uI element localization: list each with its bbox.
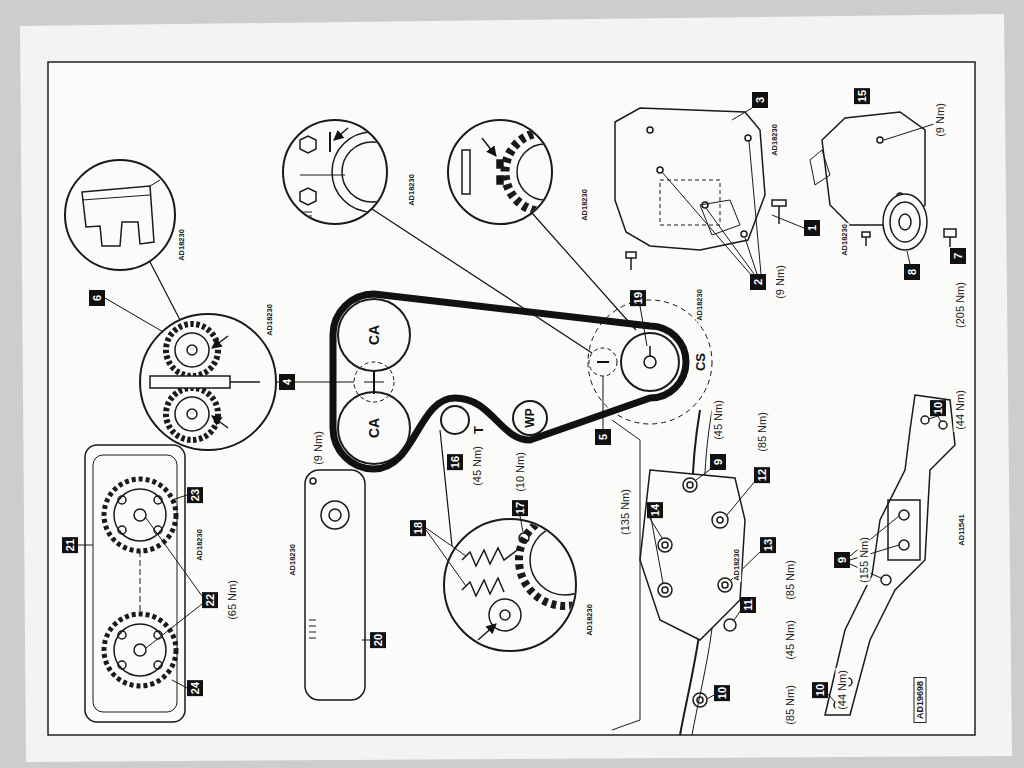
figure-code: AD11541 — [958, 513, 966, 546]
callout-number: 10 — [930, 400, 946, 416]
callout-number: 5 — [595, 429, 611, 445]
figure-code: AD19698 — [914, 677, 927, 723]
upper-cover-part — [615, 108, 804, 276]
callout-number: 11 — [740, 597, 756, 613]
callout-number: 10 — [714, 685, 730, 701]
cover-parts — [78, 445, 370, 722]
figure-code: AD18230 — [289, 543, 297, 577]
callout-number: 20 — [370, 632, 386, 648]
belt-layout — [105, 209, 712, 546]
figure-code: AD18230 — [408, 173, 416, 207]
callout-number: 1 — [804, 220, 820, 236]
mount-bracket-part — [825, 395, 955, 715]
callout-number: 13 — [760, 537, 776, 553]
figure-code: AD18230 — [696, 288, 704, 322]
figure-code: AD18230 — [733, 548, 741, 582]
torque-value: (155 Nm) — [858, 535, 871, 585]
tensioner-detail — [426, 514, 611, 651]
torque-value: (135 Nm) — [619, 487, 632, 537]
callout-number: 18 — [410, 520, 426, 536]
callout-number: 24 — [187, 680, 203, 696]
pulley-circle: CS — [620, 332, 680, 392]
callout-number: 2 — [750, 274, 766, 290]
pulley-label: WP — [524, 407, 536, 428]
callout-number: 21 — [62, 537, 78, 553]
callout-number: 3 — [752, 92, 768, 108]
torque-value: (65 Nm) — [226, 578, 239, 622]
torque-value: (45 Nm) — [784, 618, 797, 662]
torque-value: (85 Nm) — [756, 410, 769, 454]
callout-number: 10 — [812, 682, 828, 698]
callout-number: 12 — [754, 467, 770, 483]
timing-belt — [333, 294, 686, 469]
pulley-circle: CA — [337, 298, 411, 372]
pulley-circle: WP — [512, 400, 548, 436]
crank-teeth-detail — [448, 120, 585, 224]
callout-number: 9 — [710, 454, 726, 470]
torque-value: (44 Nm) — [954, 388, 967, 432]
torque-value: (45 Nm) — [712, 398, 725, 442]
pulley-label: T — [472, 425, 485, 435]
torque-value: (85 Nm) — [784, 683, 797, 727]
torque-value: (205 Nm) — [954, 280, 967, 330]
torque-value: (44 Nm) — [836, 668, 849, 712]
callout-number: 19 — [630, 290, 646, 306]
torque-value: (10 Nm) — [514, 450, 527, 494]
pulley-label: CA — [367, 417, 381, 439]
pulley-label: CS — [694, 352, 707, 372]
callout-number: 4 — [279, 374, 295, 390]
paper-sheet — [20, 14, 1012, 762]
figure-code: AD18230 — [581, 188, 589, 222]
locking-tool-detail — [65, 160, 175, 270]
figure-code: AD18230 — [196, 528, 204, 562]
pulley-circle: T — [440, 405, 470, 435]
callout-number: 22 — [202, 592, 218, 608]
figure-code: AD18230 — [178, 228, 186, 262]
torque-value: (85 Nm) — [784, 558, 797, 602]
pulley-circle: CA — [337, 391, 411, 465]
callout-number: 17 — [512, 500, 528, 516]
torque-value: (9 Nm) — [774, 263, 787, 301]
callout-number: 9 — [834, 552, 850, 568]
engine-mount-part — [612, 410, 762, 735]
callout-number: 23 — [187, 487, 203, 503]
callout-number: 6 — [89, 290, 105, 306]
torque-value: (9 Nm) — [312, 429, 325, 467]
figure-code: AD18230 — [771, 123, 779, 157]
callout-number: 15 — [854, 88, 870, 104]
camshaft-gears-detail — [140, 314, 276, 450]
torque-value: (9 Nm) — [934, 101, 947, 139]
crank-mark-detail — [283, 120, 412, 224]
callout-number: 16 — [447, 454, 463, 470]
torque-value: (45 Nm) — [471, 444, 484, 488]
callout-number: 7 — [950, 248, 966, 264]
figure-code: AD18230 — [266, 303, 274, 337]
figure-code: AD18230 — [586, 603, 594, 637]
pulley-label: CA — [367, 324, 381, 346]
figure-code: AD18230 — [841, 223, 849, 257]
page-frame — [48, 62, 975, 735]
callout-number: 14 — [647, 502, 663, 518]
callout-number: 8 — [904, 264, 920, 280]
